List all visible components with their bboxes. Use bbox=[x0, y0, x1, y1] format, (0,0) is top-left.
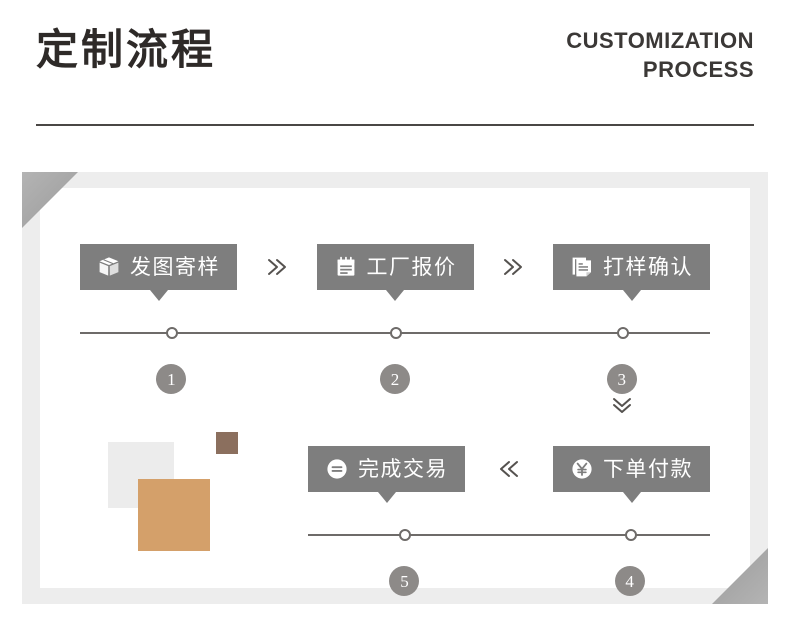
step-number-4: 4 bbox=[614, 566, 645, 596]
handshake-circle-icon bbox=[325, 457, 349, 481]
header-row: 定制流程 CUSTOMIZATION PROCESS bbox=[36, 0, 754, 84]
step-badge-3[interactable]: 打样确认 bbox=[553, 244, 710, 301]
page-title-chinese: 定制流程 bbox=[36, 25, 217, 74]
timeline-tick-2 bbox=[390, 327, 402, 339]
page-header: 定制流程 CUSTOMIZATION PROCESS bbox=[0, 0, 790, 150]
step-badge-5[interactable]: 完成交易 bbox=[308, 446, 465, 503]
step-badge-1[interactable]: 发图寄样 bbox=[80, 244, 237, 301]
yen-circle-icon bbox=[570, 457, 594, 481]
process-flow: 发图寄样 bbox=[40, 188, 750, 596]
timeline-tick-1 bbox=[166, 327, 179, 339]
timeline-tick-5 bbox=[399, 529, 412, 541]
step-badge-4[interactable]: 下单付款 bbox=[553, 446, 710, 503]
swatch-tan bbox=[138, 479, 210, 551]
process-panel: 发图寄样 bbox=[40, 188, 750, 596]
decorative-swatches bbox=[98, 432, 278, 562]
step-badge-5-label: 完成交易 bbox=[358, 456, 448, 481]
timeline-row-2 bbox=[308, 529, 710, 541]
timeline-tick-4 bbox=[624, 529, 637, 541]
page-title-english: CUSTOMIZATION PROCESS bbox=[566, 26, 754, 84]
chevron-down-double-icon bbox=[608, 394, 636, 418]
page-title-english-line2: PROCESS bbox=[642, 57, 754, 83]
timeline-tick-3 bbox=[616, 327, 629, 339]
box-icon bbox=[97, 255, 121, 279]
step-number-5: 5 bbox=[389, 566, 420, 596]
page-title-english-line1: CUSTOMIZATION bbox=[566, 28, 754, 53]
step-row-1: 发图寄样 bbox=[80, 244, 710, 301]
swatch-brown bbox=[216, 432, 238, 454]
step-badge-3-label: 打样确认 bbox=[603, 254, 693, 279]
step-number-1: 1 bbox=[156, 364, 187, 394]
step-badge-1-label: 发图寄样 bbox=[130, 254, 220, 279]
step-badge-2[interactable]: 工厂报价 bbox=[316, 244, 474, 301]
separator-right-1-icon bbox=[262, 255, 292, 279]
separator-left-1-icon bbox=[494, 457, 524, 481]
step-row-2: 完成交易 bbox=[308, 446, 710, 503]
process-frame: 发图寄样 bbox=[22, 172, 768, 604]
step-number-2: 2 bbox=[380, 364, 410, 394]
step-number-3: 3 bbox=[606, 364, 637, 394]
step-badge-4-label: 下单付款 bbox=[603, 456, 693, 481]
step-badge-2-label: 工厂报价 bbox=[366, 254, 457, 279]
separator-right-2-icon bbox=[498, 255, 528, 279]
header-divider bbox=[36, 124, 754, 126]
timeline-row-1 bbox=[80, 327, 710, 339]
document-icon bbox=[570, 255, 594, 279]
notepad-icon bbox=[334, 255, 358, 279]
